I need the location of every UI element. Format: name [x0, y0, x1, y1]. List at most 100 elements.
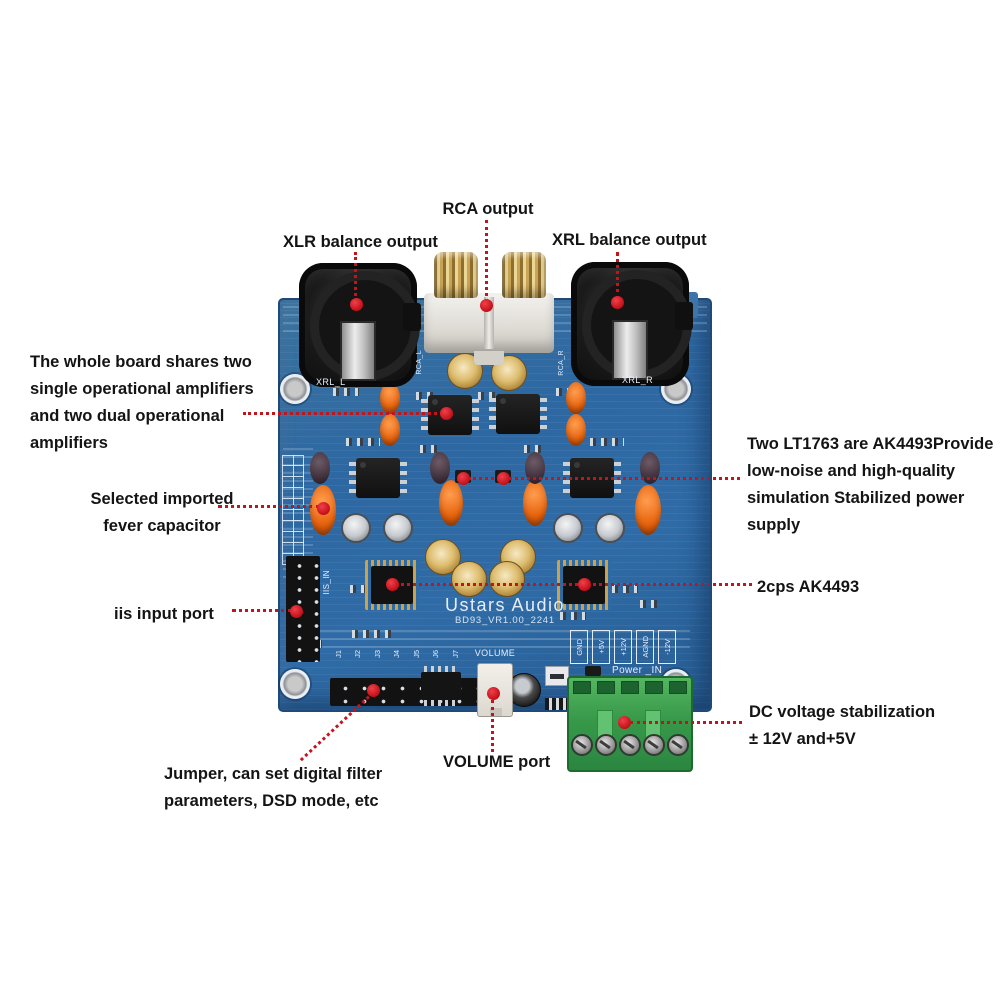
dark-capacitor	[430, 452, 450, 484]
label-xrl-balance-output: XRL balance output	[552, 231, 707, 249]
rca-right-silkscreen-label: RCA_R	[558, 350, 565, 376]
volume-trimmer	[477, 663, 513, 717]
power-pin-label: GND	[574, 638, 584, 656]
smd-passives	[612, 585, 638, 593]
opamp-dip8	[349, 458, 407, 498]
smd-passives	[350, 585, 376, 593]
volume-silkscreen-label: VOLUME	[474, 648, 516, 658]
power-pin-label: +12V	[618, 638, 628, 656]
jumper-label: J2	[353, 650, 362, 658]
annotation-dot-opamp	[440, 407, 453, 420]
label-rca-output: RCA output	[442, 200, 534, 218]
xlr-latch	[403, 303, 421, 331]
orange-capacitor	[566, 414, 586, 446]
leader-volume	[491, 700, 494, 752]
power-pin-label-box: AGND	[636, 630, 654, 664]
leader-fever-capacitor	[218, 505, 320, 508]
silver-capacitor	[383, 513, 413, 543]
label-fever-capacitor: Selected imported fever capacitor	[90, 490, 234, 535]
soic-chip	[421, 666, 461, 706]
label-opamps: The whole board shares two single operat…	[30, 353, 254, 452]
smd-passives	[420, 445, 442, 453]
gold-capacitor	[451, 561, 487, 597]
annotation-dot-regulator-left	[457, 472, 470, 485]
xlr-connector-left	[299, 263, 421, 387]
xlr-connector-right	[571, 262, 693, 386]
jumper-label: J7	[451, 650, 460, 658]
leader-dc-voltage	[630, 721, 742, 724]
annotation-dot-volume	[487, 687, 500, 700]
power-pin-label-box: +12V	[614, 630, 632, 664]
leader-regulators	[468, 477, 740, 480]
xlr-right-silkscreen-label: XRL_R	[622, 375, 654, 385]
smd-passives	[640, 600, 660, 608]
jumper-label: J6	[431, 650, 440, 658]
jumper-label: J5	[412, 650, 421, 658]
label-volume-port: VOLUME port	[443, 753, 551, 771]
smd-passives	[560, 612, 586, 620]
smd-passives	[346, 438, 380, 446]
power-pin-label-box: -12V	[658, 630, 676, 664]
label-dac-chips: 2cps AK4493	[757, 578, 860, 596]
leader-opamps	[243, 412, 443, 415]
smd-passives	[524, 445, 546, 453]
label-dc-voltage: DC voltage stabilization ± 12V and+5V	[749, 703, 936, 748]
xlr-latch	[675, 302, 693, 330]
orange-capacitor	[380, 382, 400, 414]
smd-passives	[416, 392, 436, 400]
annotation-dot-xlr-right	[611, 296, 624, 309]
fever-capacitor	[635, 485, 661, 535]
smd-passives	[478, 392, 498, 400]
dark-capacitor	[310, 452, 330, 484]
smd-passives	[352, 630, 392, 638]
xlr-left-silkscreen-label: XRL_L	[316, 377, 346, 387]
orange-capacitor	[523, 480, 547, 526]
iis-header	[286, 556, 320, 662]
power-pin-label: AGND	[640, 636, 650, 658]
iis-silkscreen-label: IIS_IN	[322, 570, 331, 595]
annotation-dot-regulator-right	[497, 472, 510, 485]
annotation-dot-jumper	[367, 684, 380, 697]
opamp-dip8	[489, 394, 547, 434]
power-pin-label: +5V	[596, 640, 606, 654]
annotation-dot-rca	[480, 299, 493, 312]
leader-xlr-right	[616, 252, 619, 300]
annotation-dot-iis	[290, 605, 303, 618]
label-regulators: Two LT1763 are AK4493Provide low-noise a…	[747, 435, 994, 534]
leader-dac-chips	[396, 583, 752, 586]
dark-capacitor	[525, 452, 545, 484]
annotation-dot-terminal	[618, 716, 631, 729]
brand-silkscreen: Ustars Audio	[444, 595, 566, 615]
silver-capacitor	[553, 513, 583, 543]
rca-barrel-right	[502, 252, 546, 298]
small-component	[585, 666, 601, 676]
power-in-silkscreen-label: Power _IN	[612, 665, 663, 676]
gold-capacitor	[489, 561, 525, 597]
power-pin-label-box: +5V	[592, 630, 610, 664]
leader-xlr-left	[354, 252, 357, 302]
silver-capacitor	[595, 513, 625, 543]
silver-capacitor	[341, 513, 371, 543]
leader-iis	[232, 609, 292, 612]
orange-capacitor	[380, 414, 400, 446]
annotation-dot-xlr-left	[350, 298, 363, 311]
annotation-dot-dac-left	[386, 578, 399, 591]
jumper-label: J3	[373, 650, 382, 658]
jumper-label: J4	[392, 650, 401, 658]
power-pin-label-box: GND	[570, 630, 588, 664]
smd-passives	[333, 388, 359, 396]
orange-capacitor	[439, 480, 463, 526]
rca-left-silkscreen-label: RCA_L	[416, 350, 423, 375]
xlr-insert	[340, 321, 376, 381]
white-component	[545, 666, 569, 686]
rca-barrel-left	[434, 252, 478, 298]
orange-capacitor	[566, 382, 586, 414]
label-iis-input-port: iis input port	[114, 605, 214, 623]
dark-capacitor	[640, 452, 660, 484]
mounting-screw	[280, 669, 310, 699]
striped-component	[545, 698, 569, 710]
rca-jack-body	[424, 293, 554, 365]
label-jumper: Jumper, can set digital filter parameter…	[164, 765, 383, 810]
nc-silkscreen-table	[282, 455, 304, 565]
xlr-insert	[612, 320, 648, 380]
